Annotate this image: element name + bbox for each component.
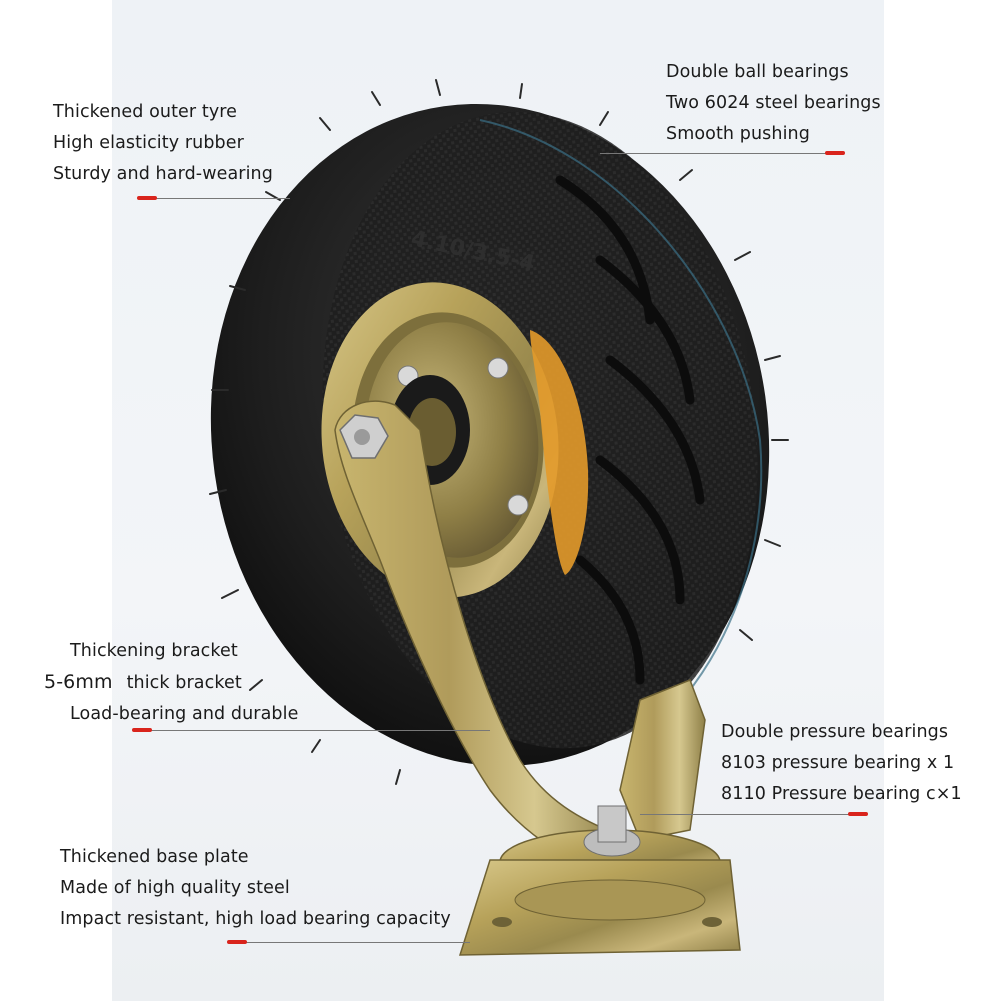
bracket-size: 5-6mm (44, 671, 113, 693)
tyre-line-3: Sturdy and hard-wearing (53, 164, 273, 184)
bracket-marker (132, 728, 152, 732)
base-plate-marker (227, 940, 247, 944)
pressure-bearing-annotation: Double pressure bearings 8103 pressure b… (721, 717, 962, 810)
ball-bearing-line-3: Smooth pushing (666, 124, 810, 144)
bracket-leader-line (145, 730, 490, 731)
base-plate-annotation: Thickened base plate Made of high qualit… (60, 842, 451, 935)
pressure-bearing-line-3: 8110 Pressure bearing c×1 (721, 784, 962, 804)
ball-bearing-leader-line (600, 153, 835, 154)
bracket-line-1: Thickening bracket (70, 641, 238, 661)
base-plate-line-1: Thickened base plate (60, 847, 249, 867)
pressure-bearing-marker (848, 812, 868, 816)
base-plate-leader-line (240, 942, 470, 943)
ball-bearing-annotation: Double ball bearings Two 6024 steel bear… (666, 57, 881, 150)
base-plate-line-2: Made of high quality steel (60, 878, 290, 898)
pressure-bearing-leader-line (640, 814, 865, 815)
tyre-leader-line (150, 198, 290, 199)
bracket-line-3: Load-bearing and durable (70, 704, 299, 724)
tyre-decal (530, 330, 589, 575)
bracket-line-2-rest: thick bracket (126, 673, 242, 693)
base-plate-line-3: Impact resistant, high load bearing capa… (60, 909, 451, 929)
bracket-line-2: 5-6mm thick bracket (44, 667, 298, 699)
pressure-bearing-line-1: Double pressure bearings (721, 722, 949, 742)
rear-bracket-arm (619, 679, 706, 841)
tyre-annotation: Thickened outer tyre High elasticity rub… (53, 97, 273, 190)
tyre-line-2: High elasticity rubber (53, 133, 244, 153)
bracket-annotation: Thickening bracket 5-6mm thick bracket Lo… (44, 636, 298, 730)
ball-bearing-line-1: Double ball bearings (666, 62, 849, 82)
tyre-marker (137, 196, 157, 200)
tyre-line-1: Thickened outer tyre (53, 102, 238, 122)
pressure-bearing-line-2: 8103 pressure bearing x 1 (721, 753, 955, 773)
ball-bearing-marker (825, 151, 845, 155)
ball-bearing-line-2: Two 6024 steel bearings (666, 93, 881, 113)
